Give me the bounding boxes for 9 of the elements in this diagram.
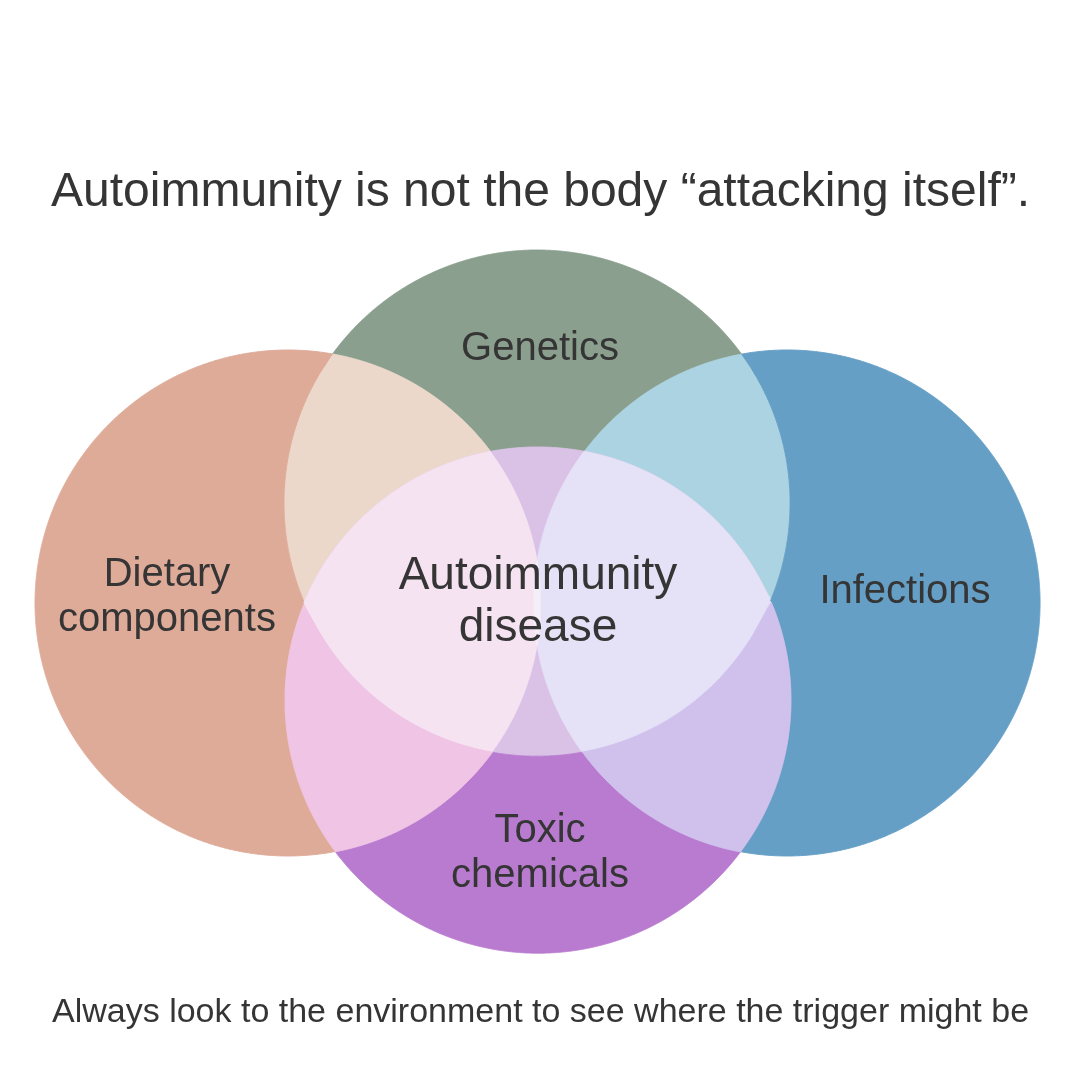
circle-label: Toxic chemicals bbox=[451, 805, 629, 897]
caption: Always look to the environment to see where the trigger might be bbox=[52, 991, 1030, 1030]
circle-label: Genetics bbox=[461, 324, 619, 370]
title: Autoimmunity is not the body “attacking itself”. bbox=[51, 162, 1031, 217]
venn-circle bbox=[285, 601, 791, 953]
venn-circle bbox=[284, 250, 790, 601]
region-label: Autoimmunity disease bbox=[398, 548, 678, 652]
circle-label: Infections bbox=[819, 567, 991, 613]
circle-label: Dietary components bbox=[58, 549, 276, 641]
